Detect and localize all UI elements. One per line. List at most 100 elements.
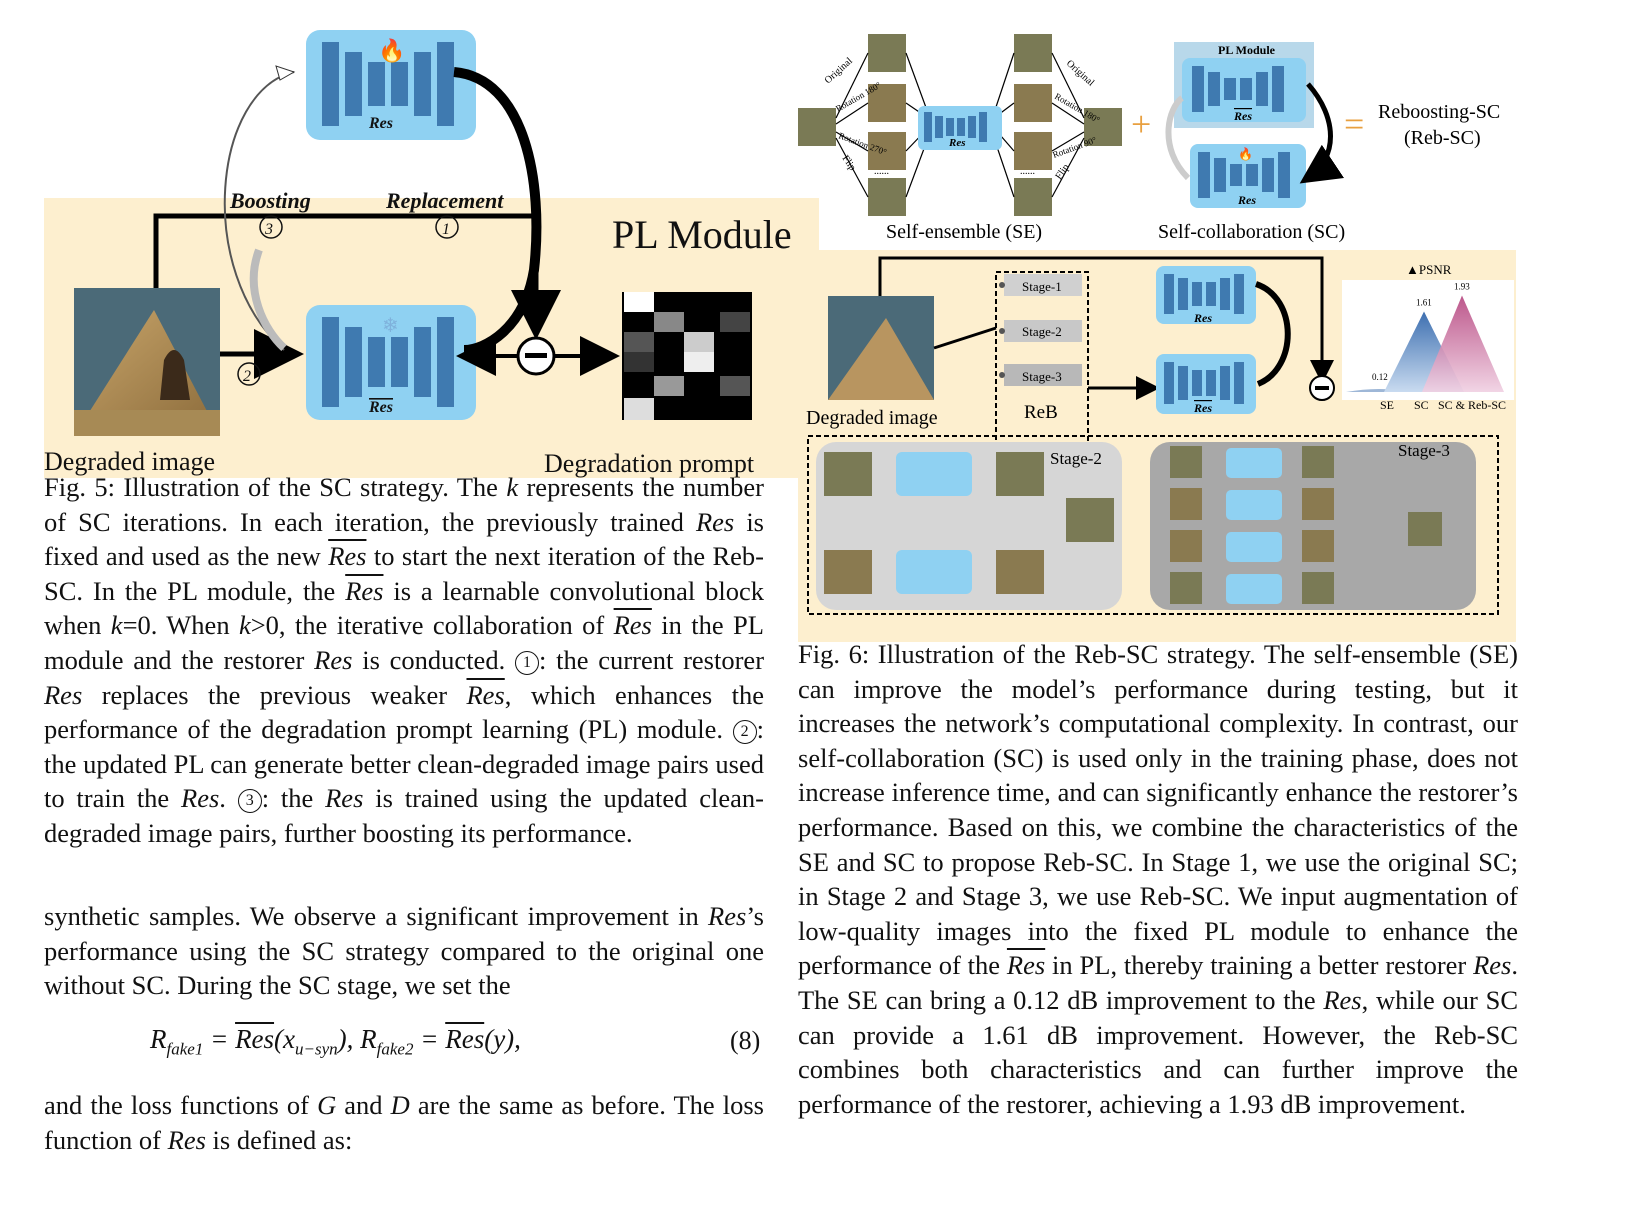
degraded-image [74, 288, 220, 436]
fig5-caption-math: Res [181, 783, 220, 814]
se-original-label: Original [823, 56, 855, 87]
res-bottom-label: Res [368, 399, 393, 416]
fig5-caption-text: is a learnable convolutional block when [44, 575, 764, 641]
body-math: D [390, 1090, 410, 1120]
stage-2-box [816, 442, 1122, 610]
stage-2-flow [824, 452, 1114, 594]
stage-3-box-label: Stage-3 [1398, 441, 1450, 460]
fig5-caption-text: >0, the iterative collaboration of [250, 610, 614, 641]
reb-res-top-label: Res [1193, 311, 1212, 325]
sc-res-bottom: 🔥 Res [1190, 144, 1306, 208]
sc-pl-module-label: PL Module [1218, 43, 1276, 57]
fig5-caption-text: , which enhances the performance of the … [44, 679, 764, 745]
figure-6: Original Rotation 180° Rotation 270° Fli… [798, 34, 1516, 642]
replacement-step: 1 [442, 221, 450, 238]
se-label: Self-ensemble (SE) [886, 221, 1042, 243]
se-res-label: Res [948, 137, 966, 149]
fig5-caption-math: k [110, 610, 123, 641]
body-math: Res [708, 901, 747, 931]
snowflake-icon: ❄ [382, 315, 399, 337]
fig5-caption-math: Res [314, 644, 353, 675]
fig6-caption-math: Res [1473, 950, 1512, 981]
fig5-caption-math: Res [345, 575, 384, 606]
stage-3-label: Stage-3 [1022, 369, 1062, 384]
body-text: synthetic samples. We observe a signific… [44, 901, 709, 931]
sc-fire-icon: 🔥 [1238, 147, 1253, 161]
se-original-label-right: Original [1064, 58, 1096, 89]
fig5-caption-math: k [238, 610, 251, 641]
fig5-caption-text: is fixed and used as the new [44, 506, 764, 572]
fig6-degraded-label: Degraded image [806, 407, 938, 429]
psnr-value-label: 0.12 [1372, 372, 1388, 382]
body-math: G [317, 1090, 337, 1120]
body-text: and the loss functions of [44, 1090, 318, 1120]
reb-res-bottom-label: Res [1193, 401, 1212, 415]
fig6-caption: Fig. 6: Illustration of the Reb-SC strat… [798, 637, 1518, 1121]
fire-icon: 🔥 [378, 38, 405, 63]
fig5-caption-math: k [506, 472, 519, 502]
stage-3-box [1150, 442, 1476, 610]
fig5-caption-math: Res [613, 610, 652, 641]
psnr-category-label: SC & Reb-SC [1438, 398, 1506, 412]
fig5-caption-text: : the [261, 783, 326, 814]
fig5-caption-text: to start the next iteration of the Reb-S… [44, 541, 765, 606]
fig5-caption-math: Res [325, 783, 364, 814]
psnr-value-label: 1.93 [1454, 282, 1470, 292]
fig5-caption-text: : the updated PL can generate better cle… [44, 714, 764, 814]
fig6-caption-math: Res [1006, 950, 1046, 981]
fig6-degraded-image [828, 296, 934, 400]
step-1-marker: 1 [514, 650, 539, 675]
se-thumbnails [798, 34, 1122, 216]
fig5-caption-text: . [219, 783, 238, 814]
psnr-category-label: SC [1414, 398, 1429, 412]
fig5-caption-text: replaces the previous weaker [82, 679, 467, 710]
equation-number: (8) [730, 1026, 761, 1055]
replacement-label: Replacement [385, 188, 504, 213]
fig5-caption-math: Res [44, 679, 83, 710]
body-text: are the same as before. The loss functio… [44, 1090, 764, 1155]
psnr-category-label: SE [1380, 398, 1394, 412]
fig5-caption-text: is trained using the updated clean-degra… [44, 783, 764, 848]
res-block-bottom: ❄ Res [306, 305, 476, 420]
fig6-caption-text: , while our SC can provide a 1.61 dB imp… [798, 984, 1518, 1119]
fig5-caption-text: Fig. 5: Illustration of the SC strategy.… [44, 472, 507, 502]
reb-label-1: Reboosting-SC [1378, 101, 1500, 123]
fig6-caption-text: Fig. 6: Illustration of the Reb-SC strat… [798, 639, 1518, 981]
equals-sign: = [1344, 104, 1364, 144]
sc-res-top-label: Res [1233, 109, 1252, 123]
psnr-title: ▲PSNR [1406, 262, 1452, 277]
fig6-caption-text: in PL, thereby training a better restore… [1045, 950, 1474, 981]
sc-res-bottom-label: Res [1237, 193, 1256, 207]
body-paragraph-2: and the loss functions of G and D are th… [44, 1088, 764, 1157]
fig5-caption-math: Res [695, 506, 735, 537]
body-text: and [336, 1090, 391, 1120]
psnr-rebsc-area [1422, 295, 1504, 392]
body-math: Res [167, 1124, 206, 1155]
boosting-label: Boosting [229, 188, 311, 213]
fig5-degraded-label: Degraded image [44, 447, 215, 476]
reb-res-bottom: Res [1156, 354, 1256, 415]
fig5-caption: Fig. 5: Illustration of the SC strategy.… [44, 470, 764, 851]
reb-label-2: (Reb-SC) [1404, 127, 1481, 149]
res-top-label: Res [368, 115, 393, 132]
res-block-top: 🔥 Res [306, 30, 476, 140]
fig5-caption-text: : the current restorer [538, 644, 765, 675]
train-step: 2 [243, 368, 251, 385]
se-dots-right: ...... [1020, 166, 1035, 177]
fig6-caption-text: . The SE can bring a 0.12 dB improvement… [798, 950, 1518, 1015]
se-res-block: Res [918, 106, 1002, 150]
fig6-caption-math: Res [1323, 984, 1362, 1015]
fig5-caption-text: in the PL module and the restorer [44, 610, 764, 675]
stage-box-outer [807, 435, 1499, 615]
fig5-caption-text: represents the number of SC iterations. … [44, 472, 764, 537]
plus-sign: + [1131, 104, 1151, 144]
stage-1-label: Stage-1 [1022, 279, 1062, 294]
stage-3-flow [1170, 446, 1442, 604]
body-text: ’s performance using the SC strategy com… [44, 901, 764, 1001]
degradation-prompt [622, 292, 752, 420]
body-text: is defined as: [205, 1124, 353, 1155]
pl-module-label: PL Module [612, 212, 792, 257]
boosting-step: 3 [264, 221, 273, 238]
fig5-prompt-label: Degradation prompt [544, 449, 755, 478]
